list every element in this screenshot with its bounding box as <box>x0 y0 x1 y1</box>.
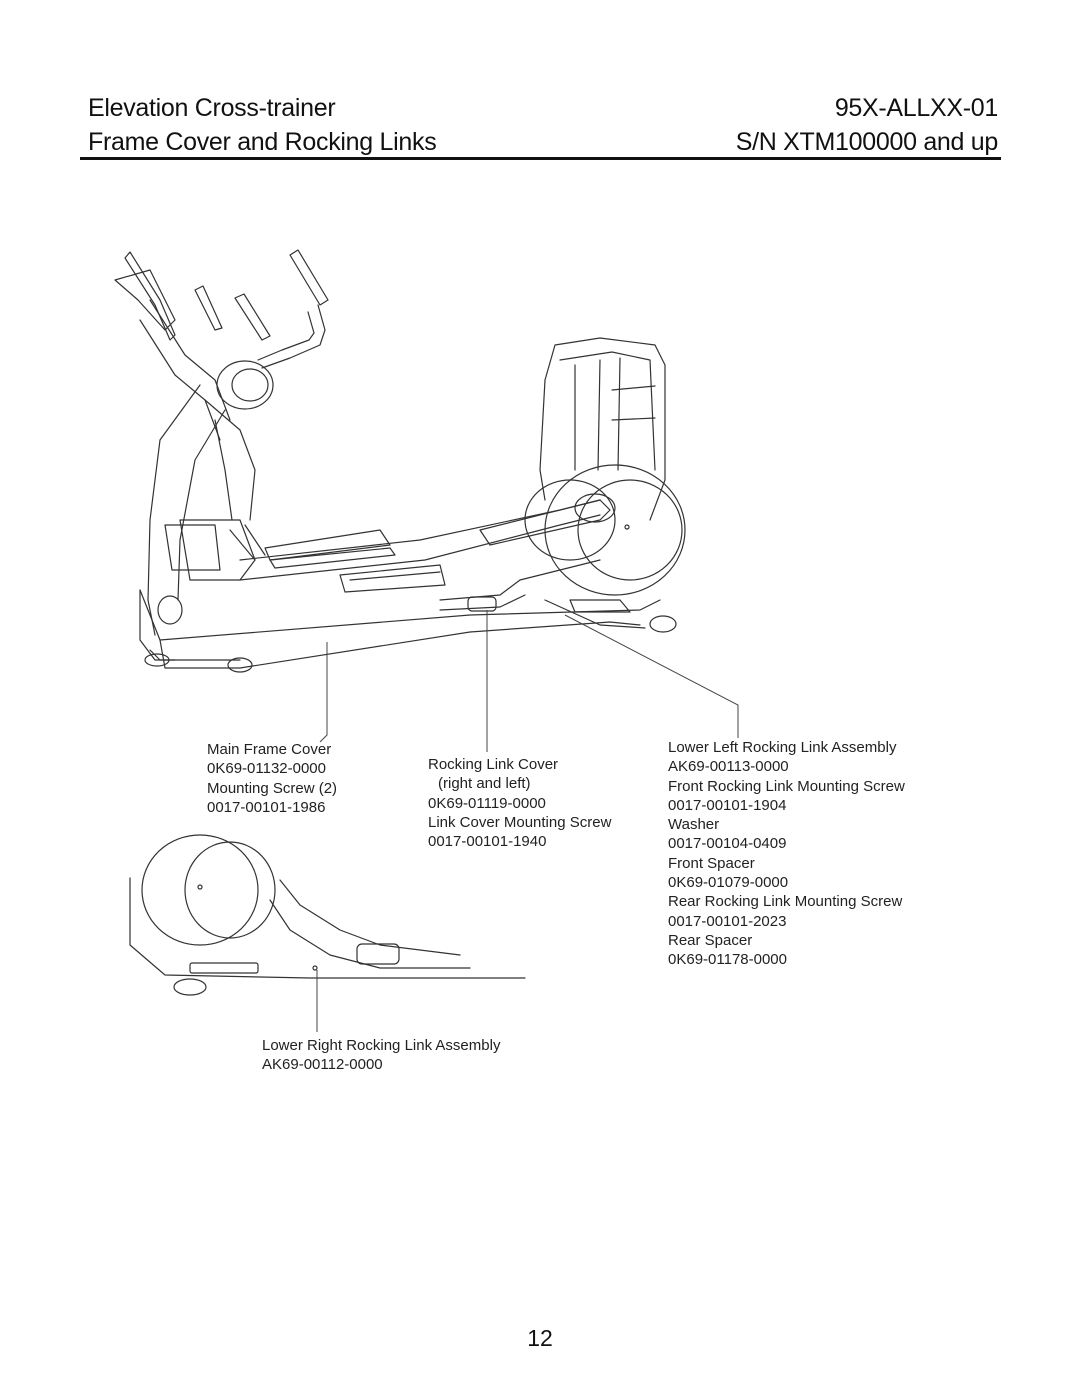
callout-main-frame: Main Frame Cover 0K69-01132-0000 Mountin… <box>207 740 337 817</box>
label-line: Lower Left Rocking Link Assembly <box>668 739 897 756</box>
label-line: Rear Rocking Link Mounting Screw <box>668 893 903 911</box>
label-line: AK69-00112-0000 <box>262 1056 383 1074</box>
leader-main-frame <box>319 642 328 743</box>
label-line: 0017-00101-1986 <box>207 798 326 816</box>
label-line: Rear Spacer <box>668 931 753 949</box>
label-line: AK69-00113-0000 <box>668 758 789 776</box>
label-line: Front Spacer <box>668 854 755 872</box>
header-rule <box>80 157 1001 160</box>
label-line: Front Rocking Link Mounting Screw <box>668 777 905 795</box>
label-line: 0017-00104-0409 <box>668 835 787 853</box>
page-number: 12 <box>527 1325 553 1351</box>
label-line: Rocking Link Cover <box>428 756 559 773</box>
label-line: 0017-00101-1940 <box>428 833 547 851</box>
label-line: 0017-00101-1904 <box>668 796 787 814</box>
model-number: 95X-ALLXX-01 <box>834 94 998 122</box>
callout-rocking-link-cover: Rocking Link Cover (right and left) 0K69… <box>428 755 611 851</box>
label-line: 0K69-01178-0000 <box>668 951 787 969</box>
leader-lower-left <box>564 614 739 738</box>
rocking-link-detail-inset <box>129 834 526 996</box>
label-line: Link Cover Mounting Screw <box>428 813 612 831</box>
label-line: Mounting Screw (2) <box>207 779 338 797</box>
label-line: (right and left) <box>438 775 531 793</box>
serial-range: S/N XTM100000 and up <box>735 128 999 156</box>
label-line: Main Frame Cover <box>207 741 332 758</box>
callout-lower-right: Lower Right Rocking Link Assembly AK69-0… <box>262 1036 500 1075</box>
callout-lower-left: Lower Left Rocking Link Assembly AK69-00… <box>668 738 905 970</box>
label-line: 0K69-01119-0000 <box>428 794 546 812</box>
product-title: Elevation Cross-trainer <box>88 94 336 122</box>
label-line: Washer <box>668 816 720 834</box>
section-title: Frame Cover and Rocking Links <box>88 128 437 156</box>
label-line: 0K69-01132-0000 <box>207 760 326 778</box>
cross-trainer-main-view <box>114 249 686 673</box>
label-line: 0017-00101-2023 <box>668 912 787 930</box>
label-line: 0K69-01079-0000 <box>668 874 789 892</box>
label-line: Lower Right Rocking Link Assembly <box>262 1037 501 1054</box>
